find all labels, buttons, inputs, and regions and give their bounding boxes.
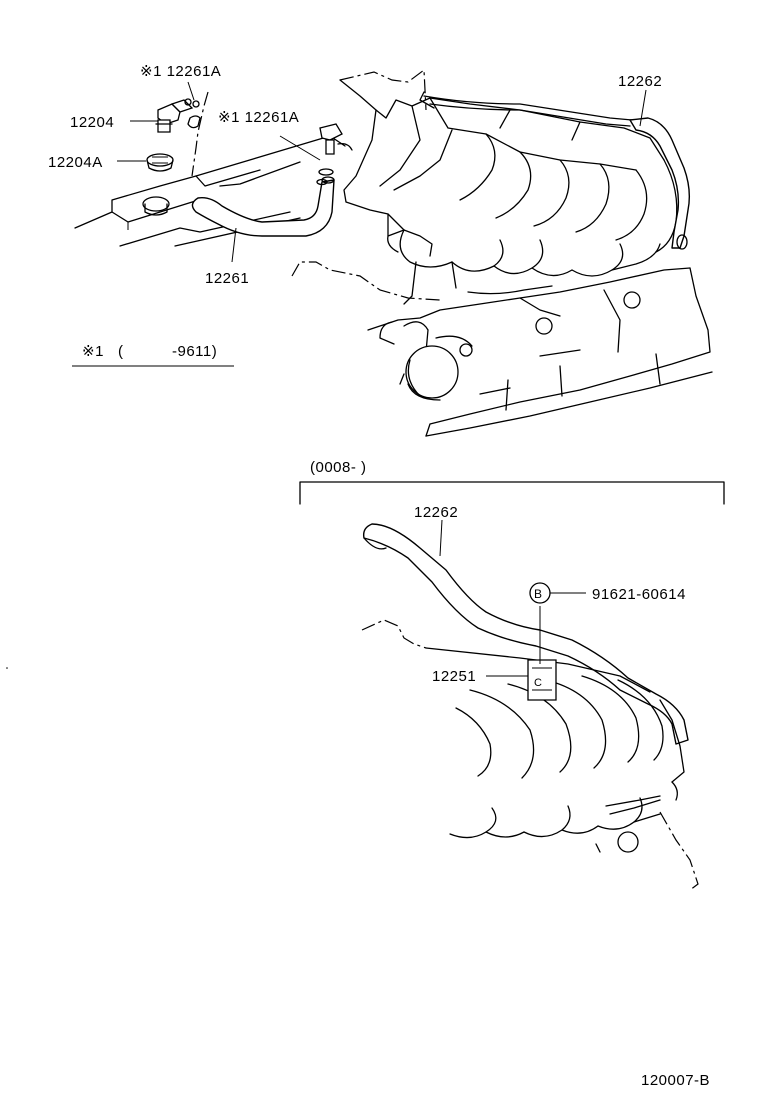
footnote-marker: ※1: [82, 343, 104, 360]
callout-12204: 12204: [70, 114, 114, 131]
callout-91621-60614: 91621-60614: [592, 586, 686, 603]
diagram-code: 120007-B: [641, 1072, 710, 1089]
small-hose-12261a: [316, 123, 353, 186]
lower-block-dashline: [291, 261, 441, 301]
pcv-hose-12261: [191, 176, 335, 237]
bolt-marker-letter: B: [534, 587, 542, 601]
callout-12261a-top: ※1 12261A: [140, 63, 221, 80]
lower-detail-view: (0008- ): [299, 459, 725, 891]
speck: [6, 667, 8, 669]
callout-12204a: 12204A: [48, 154, 103, 171]
intake-manifold: [339, 79, 678, 305]
oil-filler-cap: [146, 153, 174, 172]
lower-leader-lines: [439, 519, 586, 677]
engine-block: [367, 267, 713, 437]
upper-leader-lines: [117, 81, 647, 263]
callout-12262-detail: 12262: [414, 504, 458, 521]
bolt-marker: B: [529, 582, 551, 604]
pcv-tube-12262: [419, 91, 691, 250]
callout-12251: 12251: [432, 668, 476, 685]
pcv-valve: [155, 98, 201, 133]
intake-manifold-detail: [361, 619, 699, 891]
hose-bracket-12251: C: [527, 606, 557, 701]
callout-12262-top: 12262: [618, 73, 662, 90]
range-bracket: [299, 481, 725, 505]
pcv-connector-dashline: [191, 91, 209, 177]
callout-12261a-mid: ※1 12261A: [218, 109, 299, 126]
bracket-glyph: C: [534, 677, 542, 689]
range-label: (0008- ): [310, 459, 367, 476]
upper-manifold-dashline: [339, 68, 427, 111]
upper-engine-view: ※1 12261A 12204 12204A ※1 12261A 12262 1…: [48, 63, 713, 437]
callout-12261: 12261: [205, 270, 249, 287]
pcv-tube-12262-detail: [362, 523, 689, 745]
footnote-applicability: ※1 ( -9611): [72, 343, 234, 367]
footnote-open-paren: (: [118, 343, 124, 360]
footnote-range: -9611): [172, 343, 217, 360]
